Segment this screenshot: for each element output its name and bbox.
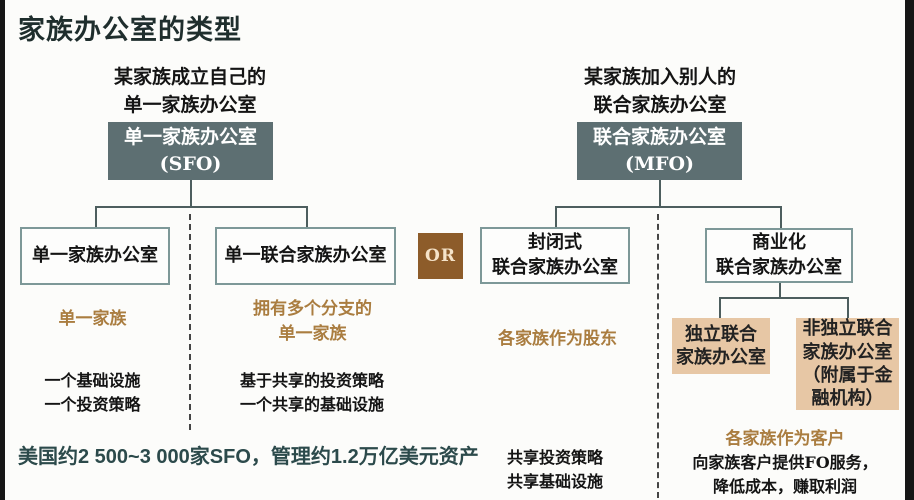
commercial-mfo-box: 商业化 联合家族办公室 xyxy=(705,228,853,283)
sfo-intro-line-1: 某家族成立自己的 xyxy=(113,66,266,88)
connector-line xyxy=(95,206,97,228)
or-label: OR xyxy=(425,246,456,266)
mfo-child2-detail-2: 降低成本，赚取利润 xyxy=(712,477,857,496)
closed-mfo-line-1: 封闭式 xyxy=(528,232,582,254)
mfo-root-line-2: (MFO) xyxy=(624,153,695,175)
connector-line xyxy=(95,206,308,208)
independent-mfo-line-2: 家族办公室 xyxy=(676,347,766,368)
sfo-root-line-2: (SFO) xyxy=(159,153,222,175)
sfo-root-line-1: 单一家族办公室 xyxy=(123,126,257,149)
connector-line xyxy=(779,283,781,299)
connector-line xyxy=(306,206,308,228)
page-title: 家族办公室的类型 xyxy=(18,15,242,45)
shareholder-trait-text: 各家族作为股东 xyxy=(498,329,617,349)
single-family-office-label: 单一家族办公室 xyxy=(32,244,158,266)
connector-line xyxy=(780,206,782,228)
mfo-intro-line-1: 某家族加入别人的 xyxy=(583,66,736,88)
connector-line xyxy=(555,206,782,208)
mfo-child2-details: 向家族客户提供FO服务， 降低成本，赚取利润 xyxy=(676,451,894,499)
closed-mfo-box: 封闭式 联合家族办公室 xyxy=(480,227,630,284)
single-joint-family-office-box: 单一联合家族办公室 xyxy=(215,227,396,285)
left-screen-edge xyxy=(0,0,5,500)
dashed-divider-right xyxy=(657,214,659,498)
right-screen-edge xyxy=(905,0,914,500)
single-family-trait-text: 单一家族 xyxy=(58,309,127,329)
connector-line xyxy=(719,297,849,299)
mfo-child1-details: 共享投资策略 共享基础设施 xyxy=(480,446,630,494)
mfo-intro-text: 某家族加入别人的 联合家族办公室 xyxy=(570,64,750,119)
connector-line xyxy=(659,180,661,208)
non-independent-mfo-line-3: （附属于金 xyxy=(802,365,893,386)
single-family-office-box: 单一家族办公室 xyxy=(20,227,170,285)
sfo-child2-detail-1: 基于共享的投资策略 xyxy=(239,371,384,390)
sfo-child2-detail-2: 一个共享的基础设施 xyxy=(239,395,384,414)
independent-mfo-box: 独立联合 家族办公室 xyxy=(672,318,770,374)
non-independent-mfo-box: 非独立联合 家族办公室 （附属于金 融机构） xyxy=(796,318,899,410)
mfo-root-box: 联合家族办公室 (MFO) xyxy=(577,122,742,180)
connector-line xyxy=(719,297,721,318)
mfo-child2-detail-1: 向家族客户提供FO服务， xyxy=(692,453,878,472)
or-badge: OR xyxy=(418,233,463,279)
commercial-mfo-line-2: 联合家族办公室 xyxy=(716,256,842,278)
sfo-child1-detail-2: 一个投资策略 xyxy=(44,395,141,414)
connector-line xyxy=(190,180,192,208)
client-trait-text: 各家族作为客户 xyxy=(725,429,845,449)
mfo-root-line-1: 联合家族办公室 xyxy=(592,126,726,149)
connector-line xyxy=(555,206,557,228)
sfo-child2-details: 基于共享的投资策略 一个共享的基础设施 xyxy=(228,369,396,417)
non-independent-mfo-line-2: 家族办公室 xyxy=(802,341,893,363)
sfo-child1-detail-1: 一个基础设施 xyxy=(44,371,141,390)
multi-branch-trait: 拥有多个分支的 单一家族 xyxy=(235,297,390,346)
mfo-intro-line-2: 联合家族办公室 xyxy=(593,93,727,116)
sfo-intro-text: 某家族成立自己的 单一家族办公室 xyxy=(100,64,280,119)
single-family-trait: 单一家族 xyxy=(20,307,165,332)
dashed-divider-left xyxy=(189,214,191,430)
closed-mfo-line-2: 联合家族办公室 xyxy=(492,256,618,278)
sfo-intro-line-2: 单一家族办公室 xyxy=(123,93,257,116)
mfo-child1-detail-2: 共享基础设施 xyxy=(506,472,603,491)
multi-branch-trait-line-2: 单一家族 xyxy=(278,323,347,344)
mfo-child1-detail-1: 共享投资策略 xyxy=(506,448,603,467)
independent-mfo-line-1: 独立联合 xyxy=(685,323,757,345)
shareholder-trait: 各家族作为股东 xyxy=(480,327,635,352)
client-trait: 各家族作为客户 xyxy=(700,427,870,452)
non-independent-mfo-line-1: 非独立联合 xyxy=(802,318,893,340)
multi-branch-trait-line-1: 拥有多个分支的 xyxy=(253,299,372,319)
connector-line xyxy=(847,297,849,318)
sfo-root-box: 单一家族办公室 (SFO) xyxy=(108,122,273,180)
sfo-child1-details: 一个基础设施 一个投资策略 xyxy=(20,369,165,417)
commercial-mfo-line-1: 商业化 xyxy=(752,232,806,254)
single-joint-family-office-label: 单一联合家族办公室 xyxy=(224,244,387,266)
sfo-statistics-footnote: 美国约2 500~3 000家SFO，管理约1.2万亿美元资产 xyxy=(18,446,479,468)
non-independent-mfo-line-4: 融机构） xyxy=(811,388,884,410)
